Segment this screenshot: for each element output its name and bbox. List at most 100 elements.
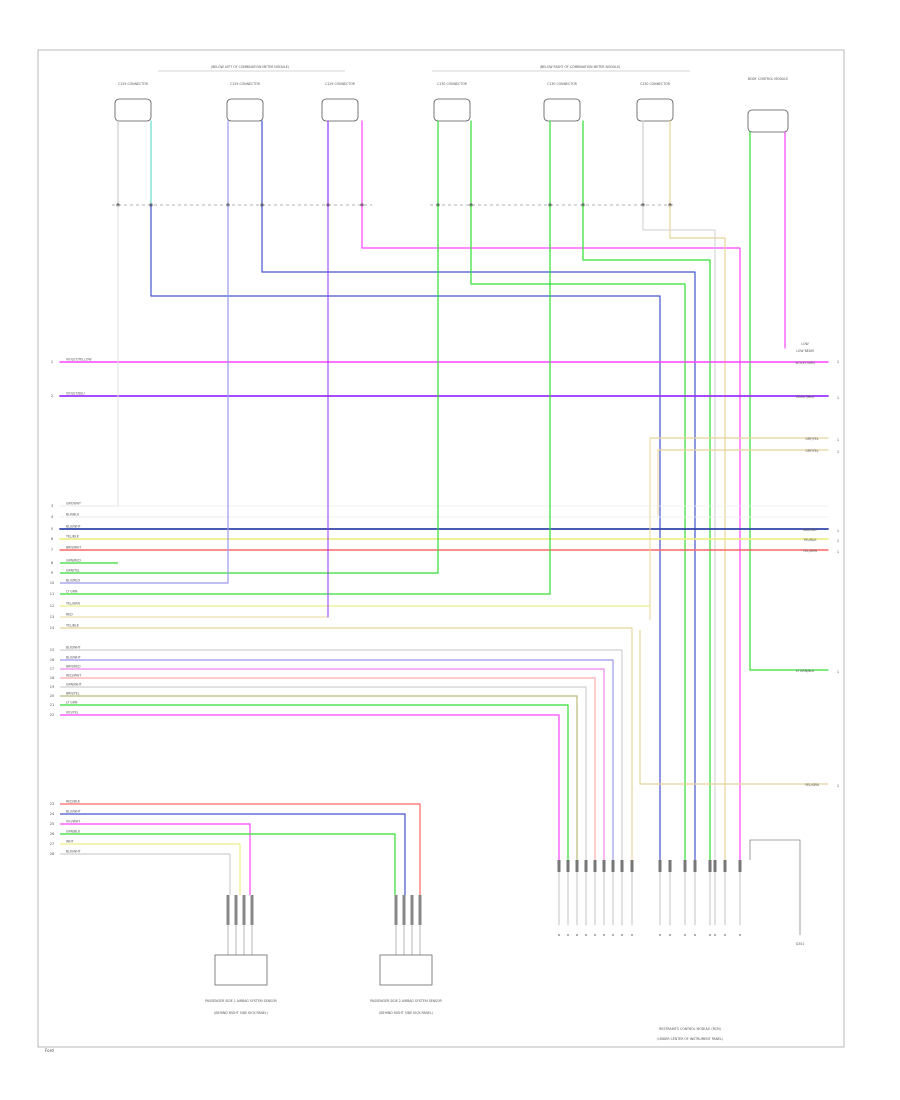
wire-route-gray bbox=[642, 205, 716, 860]
sensor-module-2 bbox=[379, 954, 433, 986]
rcm-connector-pin bbox=[708, 860, 712, 872]
rcm-pin-dot bbox=[694, 934, 696, 936]
rcm-connector-pin bbox=[683, 860, 687, 872]
wire-rcm-bundle bbox=[60, 686, 587, 860]
rcm-connector-pin bbox=[713, 860, 717, 872]
left-pin-number: 7 bbox=[51, 548, 53, 552]
wire-yel-blk-down bbox=[60, 627, 633, 860]
right-wire-label: LOW bbox=[801, 342, 809, 346]
wire-route-green-2 bbox=[582, 205, 711, 860]
wire-route-tan bbox=[669, 205, 726, 860]
sensor-connector-pin bbox=[418, 895, 422, 925]
right-wire-label: YEL/GRN bbox=[805, 783, 819, 787]
wire-route-blue bbox=[150, 205, 661, 860]
top-connector-body bbox=[226, 98, 264, 122]
left-pin-number: 9 bbox=[51, 571, 54, 575]
left-pin-number: 8 bbox=[51, 561, 54, 565]
left-pin-number: 6 bbox=[51, 537, 54, 541]
left-wire-label: LT GRN bbox=[66, 701, 78, 705]
rcm-connector-pin bbox=[602, 860, 606, 872]
left-wire-label: BLU/RED bbox=[66, 579, 80, 583]
rcm-connector-pin bbox=[620, 860, 624, 872]
wire-sensor-red bbox=[60, 803, 421, 895]
rcm-connector-pin bbox=[668, 860, 672, 872]
rcm-pin-dot bbox=[603, 934, 605, 936]
bcm-connector-body bbox=[747, 109, 789, 133]
left-wire-label: BLK/BLU bbox=[66, 513, 80, 517]
left-wire-label: BLU/WHT bbox=[66, 810, 81, 814]
rcm-pin-dot bbox=[659, 934, 661, 936]
left-pin-number: 13 bbox=[50, 615, 55, 619]
rcm-pin-dot bbox=[558, 934, 560, 936]
rcm-connector-pin bbox=[566, 860, 570, 872]
left-pin-number: 25 bbox=[50, 822, 55, 826]
group-label-left: (BELOW LEFT OF COMBINATION METER NODULE) bbox=[211, 65, 289, 69]
left-wire-label: BLK/WHT bbox=[66, 646, 81, 650]
top-connector-body bbox=[114, 98, 152, 122]
rcm-connector-pin bbox=[693, 860, 697, 872]
rcm-pin-dot bbox=[709, 934, 711, 936]
rcm-pin-dot bbox=[621, 934, 623, 936]
left-wire-label: BRN/WHT bbox=[66, 546, 81, 550]
left-pin-number: 16 bbox=[50, 658, 55, 662]
wire-sensor-green bbox=[60, 833, 396, 895]
rcm-pin-dot bbox=[585, 934, 587, 936]
right-pin-number: 1 bbox=[837, 360, 839, 364]
left-pin-number: 21 bbox=[50, 703, 55, 707]
left-pin-number: 24 bbox=[50, 812, 55, 816]
left-pin-number: 4 bbox=[51, 515, 54, 519]
rcm-connector-pin bbox=[723, 860, 727, 872]
left-pin-number: 14 bbox=[50, 626, 55, 630]
right-pin-number: 1 bbox=[837, 396, 839, 400]
rcm-pin-dot bbox=[567, 934, 569, 936]
top-connector-label-bcm: BODY CONTROL MODULE bbox=[748, 77, 788, 81]
right-wire-label: GRY/YEL bbox=[805, 437, 818, 441]
top-connector-body bbox=[321, 98, 359, 122]
left-pin-number: 20 bbox=[50, 694, 55, 698]
left-pin-number: 17 bbox=[50, 667, 55, 671]
left-pin-number: 18 bbox=[50, 676, 55, 680]
top-connector-label: C129 CONNECTOR bbox=[325, 82, 356, 86]
rcm-pin-dot bbox=[669, 934, 671, 936]
left-wire-label: BLK/WHT bbox=[66, 850, 81, 854]
left-pin-number: 10 bbox=[50, 581, 55, 585]
wire-rcm-bundle bbox=[60, 649, 623, 860]
right-wire-label: YEL/BLK bbox=[804, 538, 818, 542]
left-wire-label: RED/WHT bbox=[66, 674, 81, 678]
rcm-pin-dot bbox=[631, 934, 633, 936]
right-wire-label: VIOLET/BLU bbox=[796, 395, 815, 399]
wire-grn-yel bbox=[60, 205, 439, 574]
wire-sensor-violet bbox=[60, 823, 251, 895]
rcm-connector-pin bbox=[557, 860, 561, 872]
wire-lt-grn bbox=[60, 205, 551, 595]
right-wire-label: LOW BEAM bbox=[796, 349, 814, 353]
wire-yel-grn-return bbox=[639, 630, 828, 785]
right-pin-number: 1 bbox=[837, 670, 839, 674]
wire-sensor-yellow bbox=[60, 843, 241, 895]
rcm-connector-pin bbox=[584, 860, 588, 872]
sensor-connector-pin bbox=[410, 895, 414, 925]
wire-rcm-bundle bbox=[60, 677, 596, 860]
ground-lead bbox=[749, 839, 801, 935]
left-pin-number: 26 bbox=[50, 832, 55, 836]
left-wire-label: VIO/WHT bbox=[66, 820, 80, 824]
left-pin-number: 5 bbox=[51, 527, 53, 531]
rcm-connector-pin bbox=[593, 860, 597, 872]
rcm-label: RESTRAINTS CONTROL MODULE (RCM) bbox=[659, 1027, 721, 1031]
sensor-module-sublabel: (BEHIND RIGHT SIDE KICK PANEL) bbox=[214, 1011, 268, 1015]
top-connector-label: C129 CONNECTOR bbox=[118, 82, 149, 86]
left-wire-label: BLU/WHT bbox=[66, 656, 81, 660]
rcm-pin-dot bbox=[684, 934, 686, 936]
right-pin-number: 1 bbox=[837, 450, 839, 454]
rcm-pin-dot bbox=[714, 934, 716, 936]
rcm-pin-dot bbox=[594, 934, 596, 936]
left-pin-number: 15 bbox=[50, 648, 55, 652]
sensor-connector-pin bbox=[402, 895, 406, 925]
left-wire-label: RED/BLK bbox=[66, 800, 81, 804]
ground-label: G301 bbox=[796, 942, 805, 946]
sensor-connector-pin bbox=[226, 895, 230, 925]
left-wire-label: WHT bbox=[66, 840, 74, 844]
top-connector-body bbox=[636, 98, 674, 122]
